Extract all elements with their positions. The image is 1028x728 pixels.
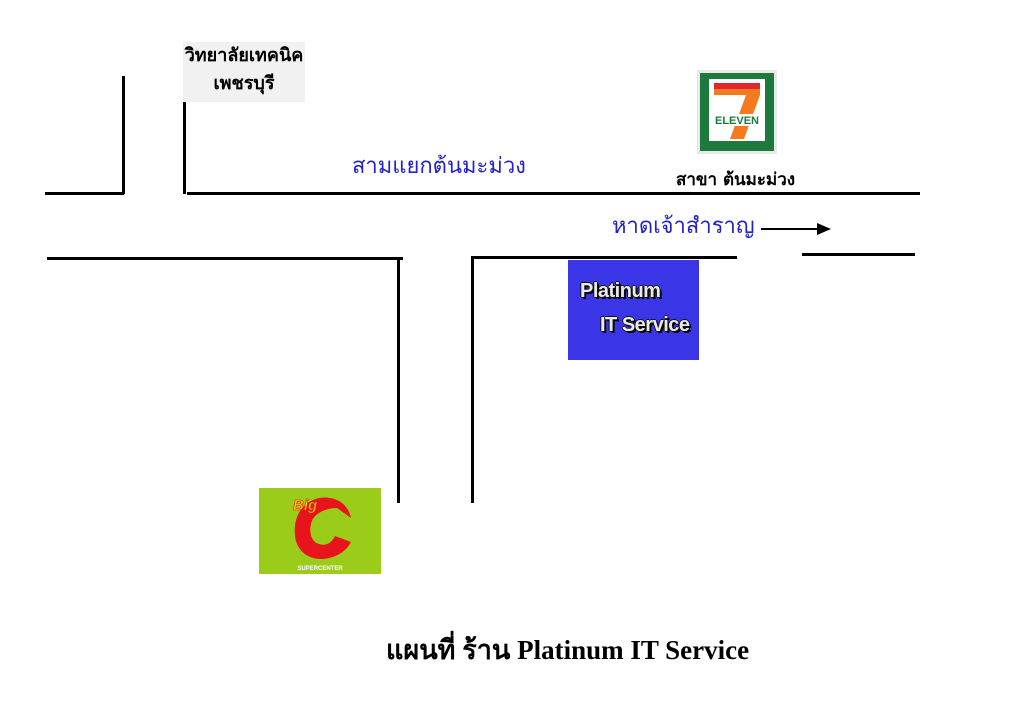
junction-label: สามแยกต้นมะม่วง [352, 154, 526, 179]
big-c-word: Big [293, 497, 317, 514]
platinum-shop-marker: Platinum IT Service [568, 260, 699, 360]
road-south-middle-edge [471, 256, 737, 259]
seven-eleven-logo: ELEVEN [697, 70, 777, 154]
platinum-line1: Platinum [580, 280, 661, 302]
big-c-logo-icon: Big SUPERCENTER [293, 497, 351, 572]
road-bigc-east-edge [471, 256, 474, 503]
seven-eleven-branch-label: สาขา ต้นมะม่วง [676, 170, 796, 190]
seven-eleven-word: ELEVEN [715, 115, 759, 127]
road-south-west-edge [47, 257, 403, 260]
road-bigc-west-edge [397, 257, 400, 503]
college-label-line1: วิทยาลัยเทคนิค [184, 45, 304, 66]
road-north-west-edge [45, 192, 124, 195]
road-college-west-edge [122, 76, 125, 194]
arrow-right-icon [761, 223, 831, 235]
big-c-tagline: SUPERCENTER [297, 566, 343, 572]
map-title: แผนที่ ร้าน Platinum IT Service [386, 635, 750, 665]
road-south-east-edge [802, 253, 915, 256]
college-label-line2: เพชรบุรี [213, 73, 275, 94]
big-c-logo: Big SUPERCENTER [259, 488, 381, 574]
beach-direction-label: หาดเจ้าสำราญ [612, 214, 755, 239]
road-college-east-edge [183, 72, 186, 194]
college-label: วิทยาลัยเทคนิค เพชรบุรี [183, 42, 305, 102]
road-north-main-edge [187, 192, 920, 195]
seven-eleven-logo-icon: ELEVEN [709, 79, 765, 141]
platinum-line2: IT Service [600, 314, 690, 336]
